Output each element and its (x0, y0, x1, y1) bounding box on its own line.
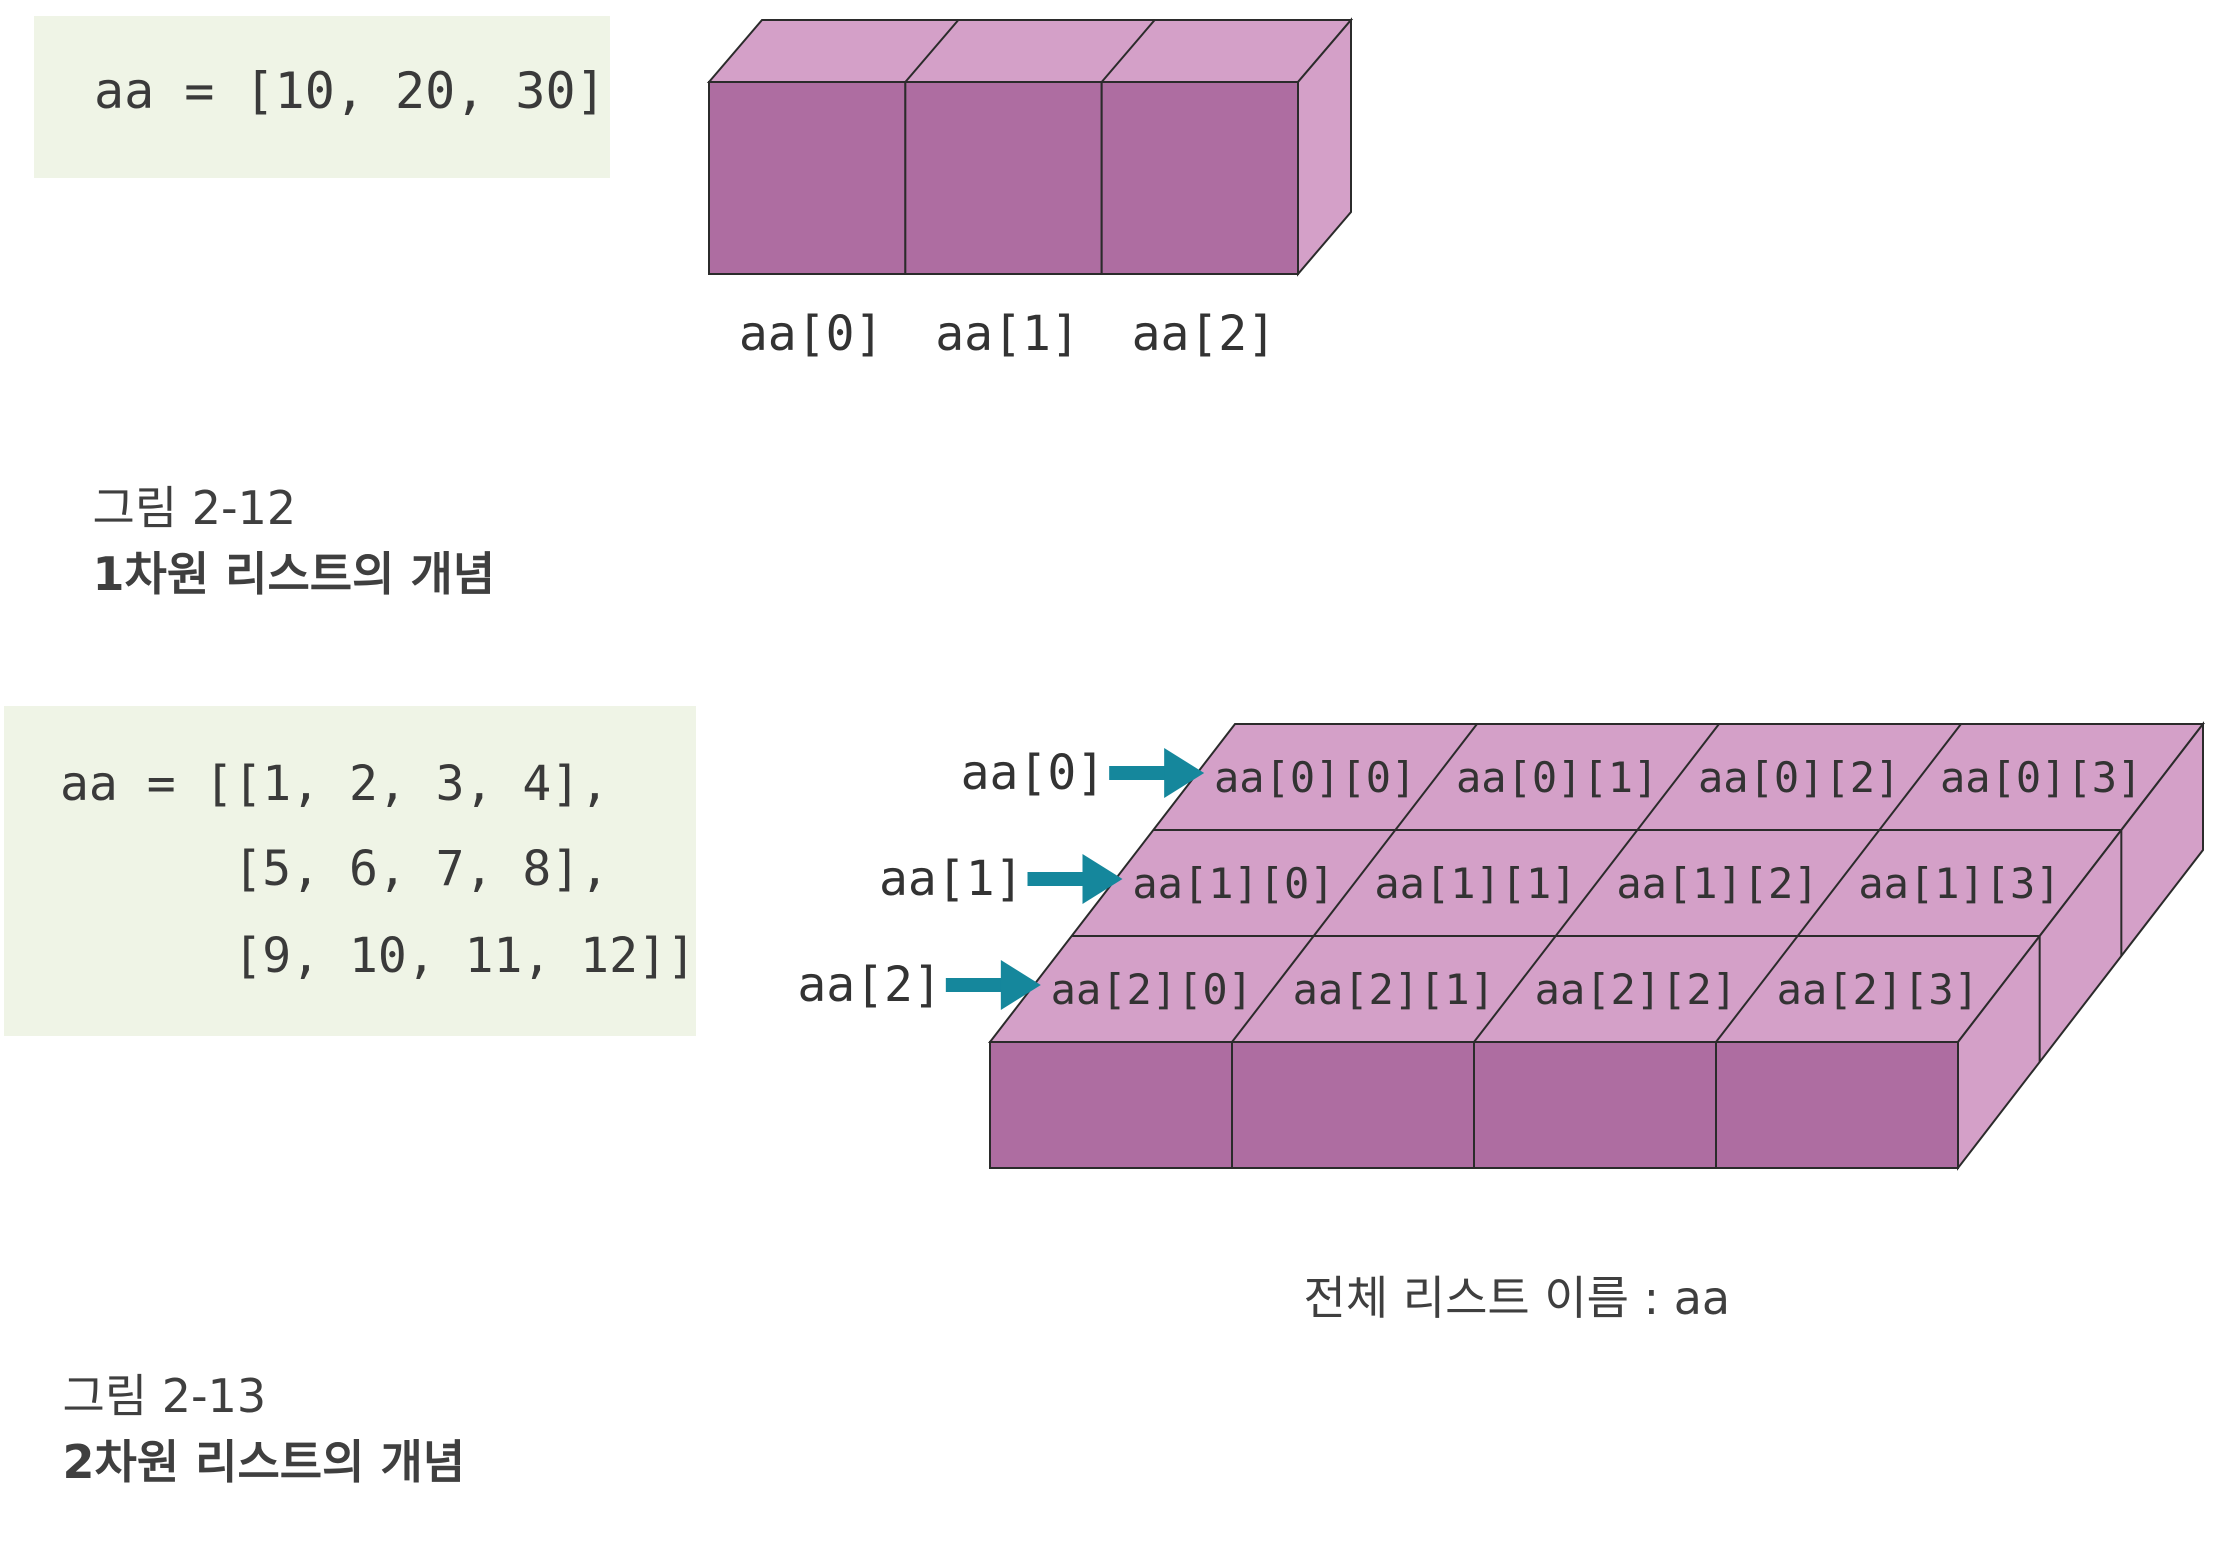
row-index-label: aa[0] (961, 745, 1106, 801)
slab-front-cell (1715, 1041, 1959, 1169)
code-box-1d: aa = [10, 20, 30] (34, 16, 610, 178)
cube-front-cell (1100, 81, 1299, 275)
list-name-text: 전체 리스트 이름 : aa (1303, 1271, 1731, 1325)
cell-index-label: aa[1] (935, 306, 1080, 362)
arrow-right-icon (1164, 748, 1205, 798)
cell-index-label: aa[0][2] (1698, 753, 1900, 802)
slab-front-cell (989, 1041, 1233, 1169)
grid-col-line (1231, 723, 1478, 1043)
cell-index-label: aa[2][0] (1051, 965, 1253, 1014)
cell-index-label: aa[2][2] (1535, 965, 1737, 1014)
arrow-right-icon (1000, 960, 1041, 1010)
cell-index-label: aa[1][3] (1858, 859, 2060, 908)
code-line-1d: aa = [10, 20, 30] (94, 62, 606, 120)
cube-front-cell (708, 81, 907, 275)
diagram-labels: aa[0] aa[1] aa[2] aa[0][0] aa[0][1] aa[0][2] a… (739, 306, 2142, 1014)
cell-index-label: aa[1][1] (1374, 859, 1576, 908)
row-arrows (945, 748, 1205, 1010)
code-box-2d: aa = [[1, 2, 3, 4], [5, 6, 7, 8], [9, 10… (4, 706, 696, 1036)
grid-col-line (1715, 723, 1962, 1043)
arrow-right-icon (1109, 766, 1170, 780)
code-line-2d-2: [9, 10, 11, 12]] (60, 928, 696, 984)
slab-front-cell (1231, 1041, 1475, 1169)
list-diagrams: aa[0] aa[1] aa[2] aa[0][0] aa[0][1] aa[0][2] a… (706, 17, 2206, 1171)
caption-title: 2차원 리스트의 개념 (62, 1435, 466, 1489)
caption-figure-2-12: 그림 2-12 1차원 리스트의 개념 (34, 418, 496, 658)
cell-index-label: aa[1][2] (1616, 859, 1818, 908)
cube-top-divider (904, 19, 960, 83)
code-line-2d-1: [5, 6, 7, 8], (60, 841, 610, 897)
cell-index-label: aa[2][3] (1777, 965, 1979, 1014)
cell-index-label: aa[0][0] (1214, 753, 1416, 802)
figure-stage: aa = [10, 20, 30] aa = [[1, 2, 3, 4], [5… (4, 16, 2206, 1489)
caption-number: 그림 2-12 (92, 481, 297, 535)
arrow-right-icon (1027, 872, 1088, 886)
cell-index-label: aa[2] (1132, 306, 1277, 362)
row-index-label: aa[2] (797, 957, 942, 1013)
arrow-right-icon (1082, 854, 1123, 904)
cube-top-divider (1100, 19, 1156, 83)
list-name-label: 전체 리스트 이름 : aa (1245, 1208, 1731, 1382)
cube-top-face (706, 19, 1354, 83)
slab-front-cell (1473, 1041, 1717, 1169)
cube-front-cell (904, 81, 1103, 275)
cell-index-label: aa[0][3] (1940, 753, 2142, 802)
caption-figure-2-13: 그림 2-13 2차원 리스트의 개념 (4, 1306, 466, 1546)
list-2d-blocks (987, 721, 2206, 1171)
cell-index-label: aa[0][1] (1456, 753, 1658, 802)
row-index-label: aa[1] (879, 851, 1024, 907)
caption-title: 1차원 리스트의 개념 (92, 547, 496, 601)
list-1d-blocks (706, 17, 1354, 277)
cell-index-label: aa[2][1] (1293, 965, 1495, 1014)
arrow-right-icon (945, 978, 1006, 992)
cell-index-label: aa[0] (739, 306, 884, 362)
cell-index-label: aa[1][0] (1132, 859, 1334, 908)
caption-number: 그림 2-13 (62, 1369, 267, 1423)
code-line-2d-0: aa = [[1, 2, 3, 4], (60, 756, 610, 812)
grid-col-line (1473, 723, 1720, 1043)
